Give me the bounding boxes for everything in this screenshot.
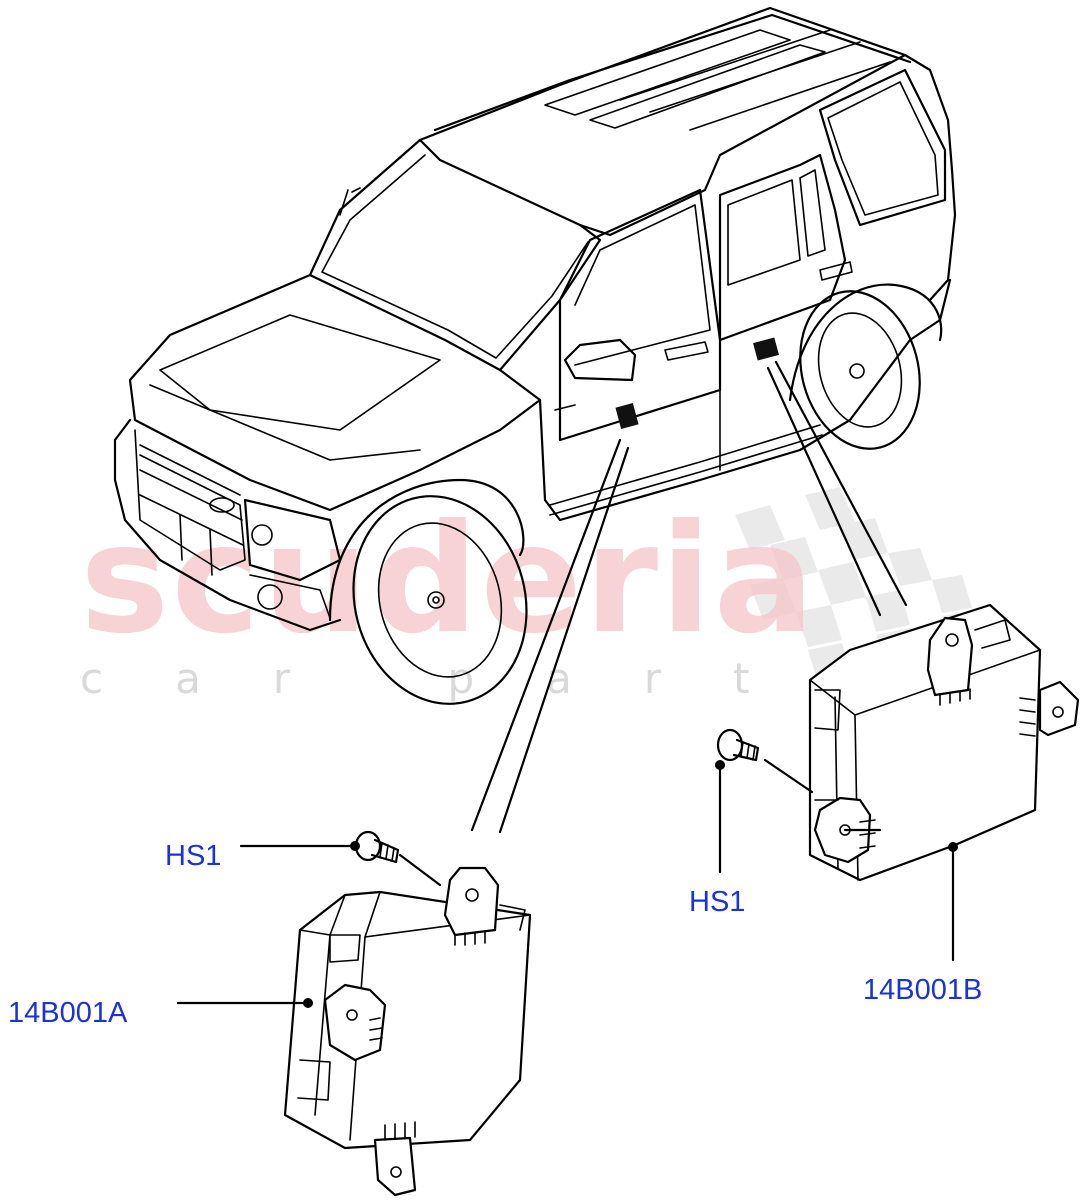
self-tapping-screw-icon (350, 830, 442, 887)
leader-lines (470, 360, 908, 834)
callout-hs1-left: HS1 (165, 840, 222, 872)
callout-module-b: 14B001B (863, 974, 983, 1006)
callout-hs1-right: HS1 (689, 886, 746, 918)
self-tapping-screw-icon (715, 728, 814, 794)
suv-illustration-icon (113, 6, 957, 705)
callout-leaders (176, 768, 955, 1005)
control-module-icon (808, 603, 1080, 882)
watermark-brand: scuderia (80, 493, 817, 667)
watermark-tagline: car parts (80, 654, 916, 703)
control-module-icon (283, 866, 532, 1197)
callout-module-a: 14B001A (8, 997, 128, 1029)
